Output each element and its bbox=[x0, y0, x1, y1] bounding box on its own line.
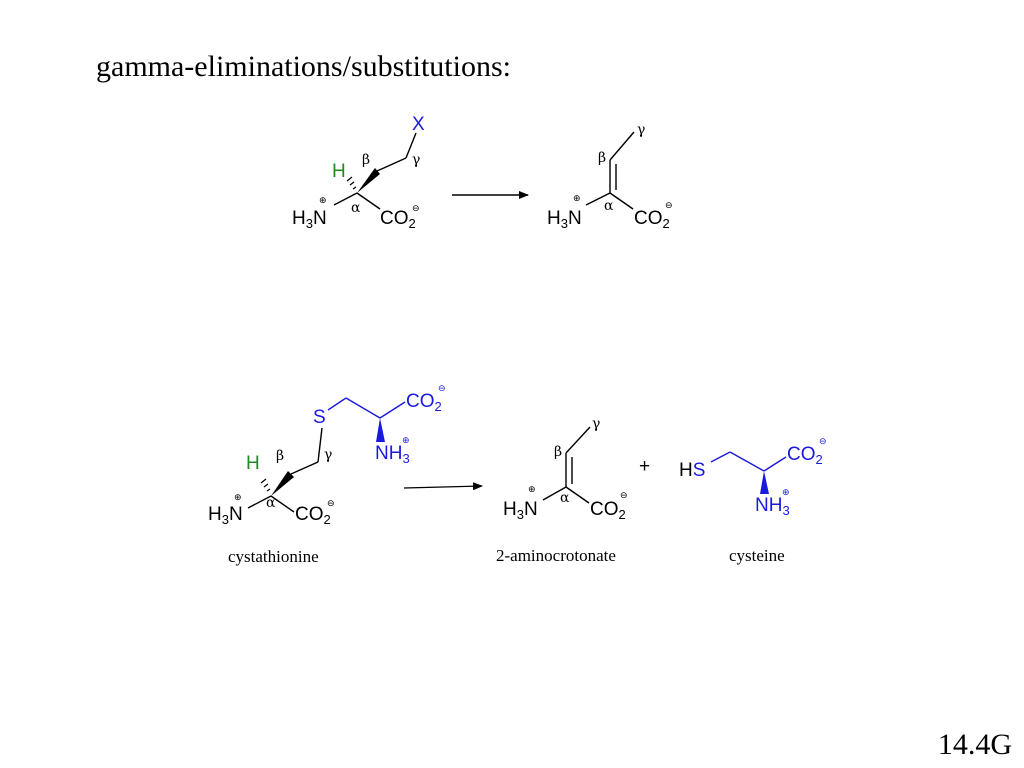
alpha-label: α bbox=[351, 200, 361, 216]
gamma-label: γ bbox=[324, 447, 332, 463]
alpha-label: α bbox=[560, 490, 570, 506]
ammonium-group: NH3 bbox=[755, 495, 790, 518]
gamma-label: γ bbox=[592, 416, 600, 432]
beta-label: β bbox=[554, 444, 562, 460]
positive-charge: ⊕ bbox=[319, 196, 327, 206]
gamma-label: γ bbox=[637, 122, 645, 138]
beta-label: β bbox=[276, 448, 284, 464]
positive-charge: ⊕ bbox=[528, 485, 536, 495]
alpha-hydrogen: H bbox=[246, 453, 260, 474]
caption-aminocrotonate: 2-aminocrotonate bbox=[496, 546, 616, 565]
caption-cystathionine: cystathionine bbox=[228, 547, 319, 566]
wedge-bond bbox=[376, 418, 385, 442]
negative-charge: ⊖ bbox=[665, 201, 673, 211]
alpha-hydrogen: H bbox=[332, 161, 346, 182]
negative-charge: ⊖ bbox=[620, 491, 628, 501]
wedge-bond bbox=[271, 471, 294, 496]
sulfur-atom: S bbox=[313, 407, 326, 428]
carboxylate-group: CO2 bbox=[406, 391, 442, 414]
ammonium-group: H3N bbox=[547, 208, 582, 231]
hash-bond bbox=[260, 478, 271, 492]
ammonium-group: H3N bbox=[292, 208, 327, 231]
reaction1-product: γ β α H3N ⊕ CO2 ⊖ bbox=[547, 122, 673, 231]
ammonium-group: H3N bbox=[503, 499, 538, 522]
positive-charge: ⊕ bbox=[573, 194, 581, 204]
cysteine-structure: HS CO2 ⊖ NH3 ⊕ cysteine bbox=[679, 437, 827, 565]
beta-label: β bbox=[598, 150, 606, 166]
gamma-label: γ bbox=[412, 152, 420, 168]
ammonium-group: NH3 bbox=[375, 443, 410, 466]
slide-number: 14.4G bbox=[937, 728, 1012, 761]
negative-charge: ⊖ bbox=[819, 437, 827, 447]
negative-charge: ⊖ bbox=[438, 384, 446, 394]
leaving-group-x: X bbox=[412, 114, 425, 135]
negative-charge: ⊖ bbox=[412, 204, 420, 214]
thiol-group: HS bbox=[679, 460, 705, 481]
reaction-arrow bbox=[403, 482, 483, 491]
beta-label: β bbox=[362, 152, 370, 168]
alpha-label: α bbox=[266, 495, 276, 511]
cystathionine-structure: S CO2 ⊖ NH3 ⊕ H β γ α H3N ⊕ CO2 ⊖ cystat… bbox=[208, 384, 446, 566]
carboxylate-group: CO2 bbox=[295, 504, 331, 527]
positive-charge: ⊕ bbox=[782, 488, 790, 498]
negative-charge: ⊖ bbox=[327, 499, 335, 509]
slide-title: gamma-eliminations/substitutions: bbox=[96, 50, 511, 83]
carboxylate-group: CO2 bbox=[590, 499, 626, 522]
plus-sign: + bbox=[639, 456, 650, 477]
alpha-label: α bbox=[604, 198, 614, 214]
carboxylate-group: CO2 bbox=[787, 444, 823, 467]
reaction1-substrate: X H β γ α H3N ⊕ CO2 ⊖ bbox=[292, 114, 425, 231]
carboxylate-group: CO2 bbox=[380, 208, 416, 231]
aminocrotonate-structure: γ β α H3N ⊕ CO2 ⊖ 2-aminocrotonate bbox=[496, 416, 628, 565]
positive-charge: ⊕ bbox=[402, 436, 410, 446]
carboxylate-group: CO2 bbox=[634, 208, 670, 231]
caption-cysteine: cysteine bbox=[729, 546, 785, 565]
wedge-bond bbox=[357, 168, 380, 193]
wedge-bond bbox=[760, 471, 769, 494]
ammonium-group: H3N bbox=[208, 504, 243, 527]
positive-charge: ⊕ bbox=[234, 493, 242, 503]
hash-bond bbox=[346, 176, 357, 190]
